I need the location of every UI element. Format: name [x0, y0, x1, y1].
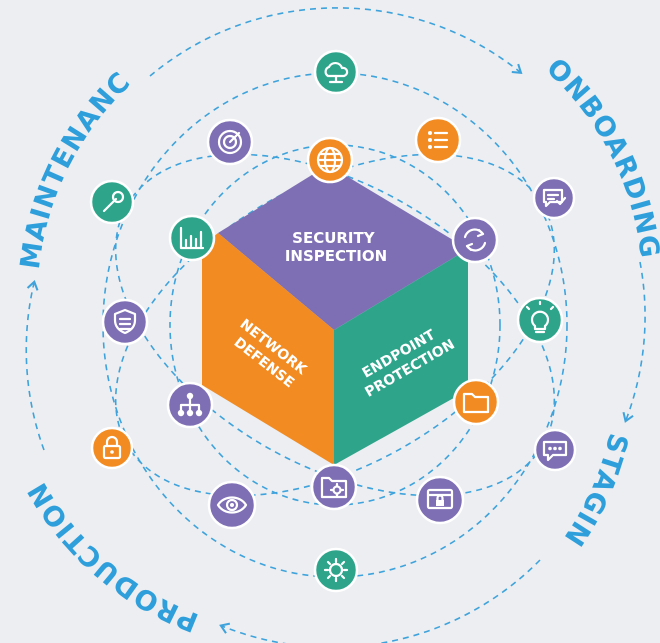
phase-label-onboarding: ONBOARDING [540, 53, 660, 261]
phase-label-maintenance: MAINTENANCE [0, 0, 137, 271]
eye-icon [207, 480, 257, 530]
arrow-maintenance-to-onboarding [149, 7, 523, 77]
cube-face-security-inspection [218, 165, 468, 330]
refresh-cycle-icon [451, 216, 499, 264]
bar-chart-icon [168, 214, 216, 262]
folder-settings-icon [310, 463, 358, 511]
list-icon [414, 116, 462, 164]
browser-lock-icon [415, 475, 465, 525]
cube-face-endpoint-protection [334, 249, 468, 465]
chat-bubble-icon [533, 428, 577, 472]
orbit-inner [169, 144, 501, 506]
arrow-onboarding-to-staging [622, 261, 646, 423]
cube-face-network-defense [202, 233, 334, 465]
cloud-network-icon [313, 49, 359, 95]
label-security-inspection: SECURITY INSPECTION [285, 229, 387, 265]
outer-cycle-arrows [25, 7, 646, 643]
icon-nodes [89, 49, 577, 593]
globe-icon [306, 136, 354, 184]
arrow-production-to-maintenance [25, 279, 45, 451]
radar-icon [206, 118, 254, 166]
shield-settings-icon [101, 298, 149, 346]
padlock-icon [90, 426, 134, 470]
lightbulb-icon [516, 296, 564, 344]
security-cube [202, 165, 468, 465]
folder-icon [452, 378, 500, 426]
hierarchy-icon [166, 381, 214, 429]
arrow-staging-to-production [219, 559, 541, 643]
verified-message-icon [532, 176, 576, 220]
phase-label-production: PRODUCTION [22, 476, 203, 637]
wrench-icon [89, 179, 135, 225]
gear-icon [313, 547, 359, 593]
